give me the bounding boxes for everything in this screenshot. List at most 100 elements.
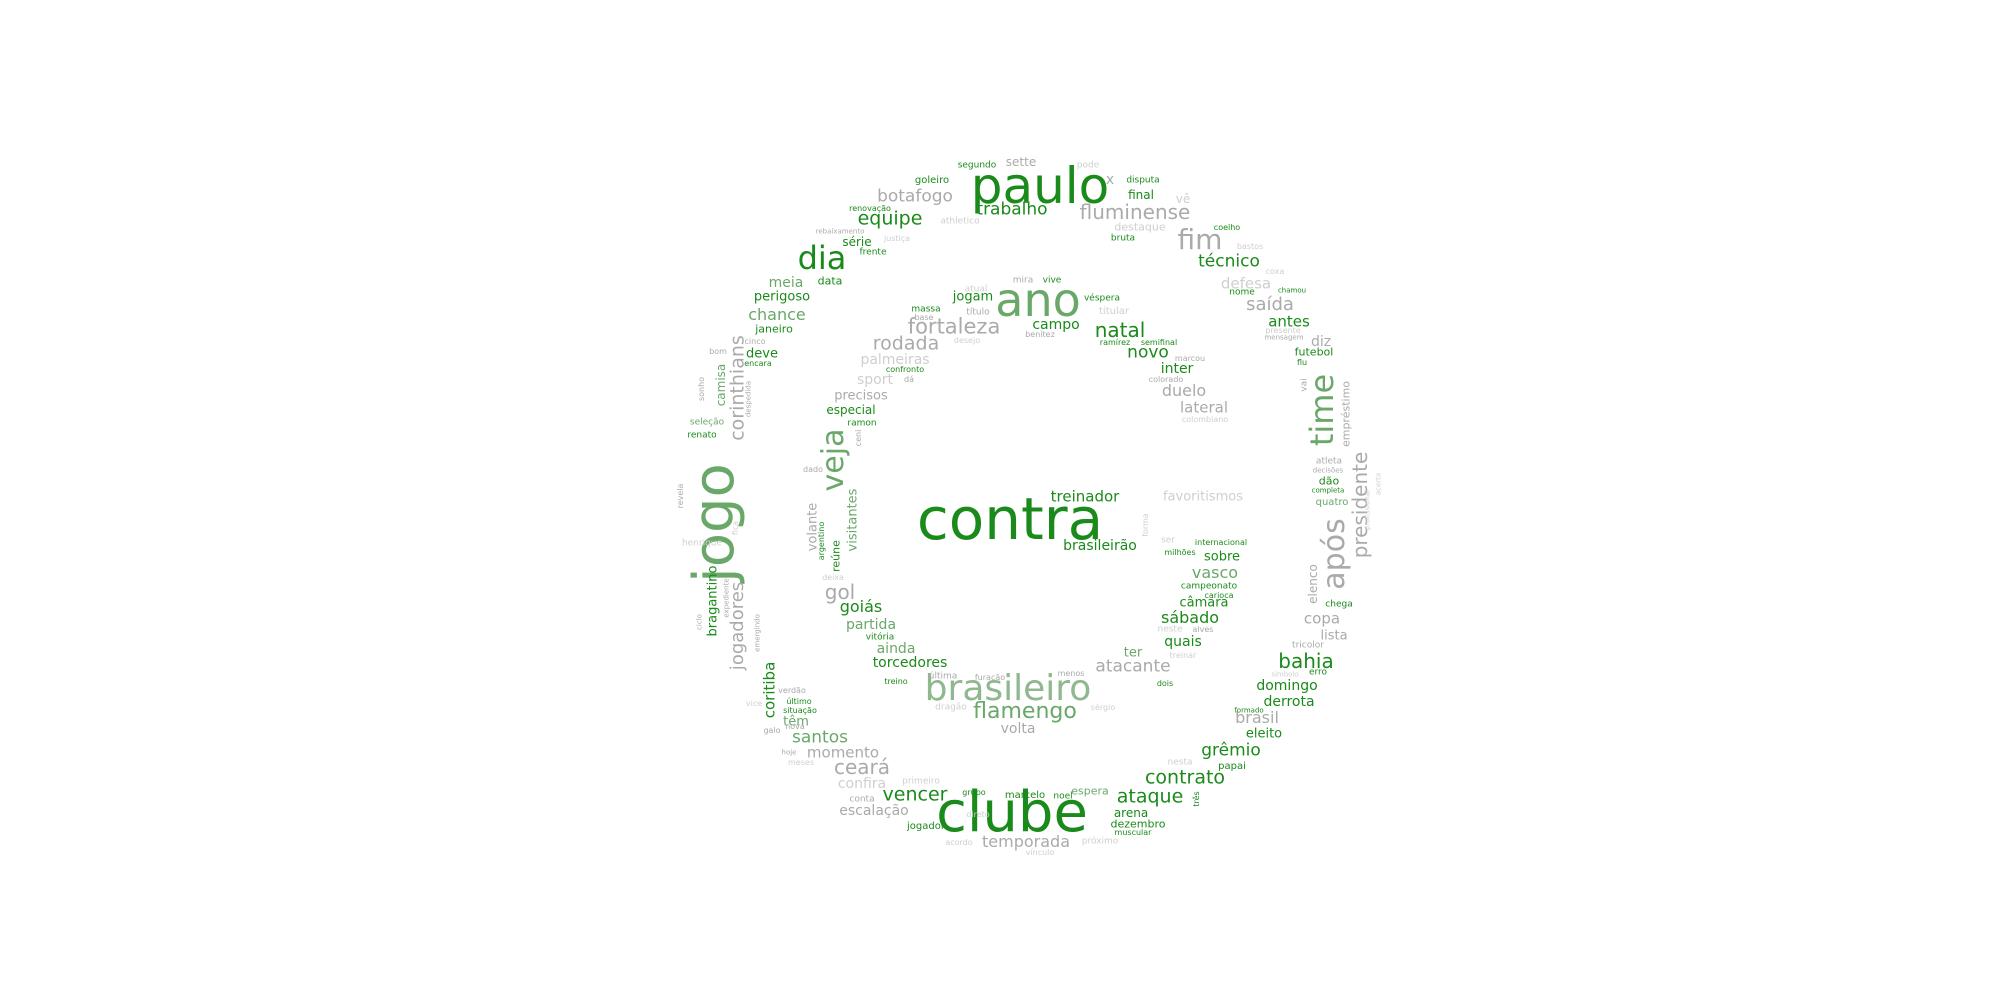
word: vê: [1175, 192, 1191, 206]
word: semifinal: [1140, 338, 1178, 347]
word: momento: [806, 743, 880, 762]
word: encara: [744, 359, 772, 368]
word: natal: [1094, 318, 1146, 342]
word: três: [1192, 791, 1201, 807]
word: menos: [1057, 669, 1085, 678]
word: grêmio: [1201, 740, 1261, 761]
word: sérgio: [1090, 703, 1116, 712]
word: têm: [783, 714, 809, 730]
word: bragantino: [705, 565, 721, 637]
word: chega: [1325, 599, 1353, 610]
word: ramírez: [1099, 338, 1131, 347]
word: muscular: [1114, 828, 1152, 837]
word: fluminense: [1079, 200, 1191, 224]
word: confira: [837, 776, 887, 792]
word: quatro: [1315, 497, 1349, 508]
word: favoritismos: [1162, 489, 1244, 505]
word: derrota: [1263, 694, 1315, 710]
word: nome: [1229, 287, 1255, 298]
word: perigoso: [753, 289, 811, 305]
word: vasco: [1191, 563, 1239, 582]
word: verdão: [778, 686, 806, 695]
word: seleção: [689, 417, 725, 428]
word: trabalho: [976, 199, 1048, 220]
word: ano: [995, 273, 1081, 327]
word: justiça: [883, 234, 911, 243]
word: mira: [1012, 275, 1034, 286]
word: goiás: [839, 597, 883, 616]
word: treinar: [1169, 651, 1197, 660]
word: empréstimo: [1339, 380, 1353, 448]
word: botafogo: [877, 186, 953, 207]
word: escalação: [839, 803, 909, 819]
word: deve: [746, 346, 778, 362]
word: visitantes: [845, 488, 861, 552]
word: final: [1128, 188, 1154, 202]
word: conta: [849, 794, 875, 805]
word: após: [1317, 518, 1352, 590]
word: precisos: [834, 388, 888, 404]
word: clube: [936, 780, 1088, 845]
word: formado: [1234, 706, 1264, 715]
word: vitória: [865, 632, 895, 643]
word: sette: [1005, 155, 1037, 169]
word: palmeiras: [860, 352, 930, 368]
word: athletico: [940, 216, 980, 227]
word: cinco: [744, 337, 766, 346]
word: situação: [783, 706, 817, 715]
word: copa: [1303, 609, 1341, 628]
word: ataque: [1116, 785, 1184, 808]
word: dia: [797, 239, 847, 277]
word: mensagem: [1264, 333, 1304, 342]
word: volta: [1000, 721, 1036, 737]
word: hoje: [781, 748, 797, 757]
word: ter: [1123, 645, 1143, 661]
word: diz: [1310, 334, 1332, 350]
word: inter: [1160, 361, 1194, 377]
word: profissional: [1363, 489, 1372, 531]
word: alves: [1192, 625, 1214, 634]
word: sábado: [1160, 608, 1220, 627]
word: equipe: [857, 207, 923, 230]
word: renovação: [849, 204, 891, 213]
word: saída: [1246, 294, 1294, 315]
word: colorado: [1148, 375, 1184, 384]
word: vice: [745, 699, 763, 708]
word: internacional: [1194, 538, 1248, 547]
word: expediente: [722, 578, 731, 618]
word: pode: [1076, 160, 1100, 171]
word: futebol: [1294, 345, 1334, 359]
word: janeiro: [755, 322, 793, 336]
word: acordo: [945, 838, 973, 847]
word: brasileiro: [924, 668, 1092, 709]
word: último: [786, 697, 812, 706]
word: chance: [748, 305, 806, 324]
word: deixa: [822, 573, 844, 582]
word: eleito: [1245, 726, 1283, 742]
word: título: [966, 307, 990, 318]
word: base: [914, 313, 934, 322]
word: confronto: [885, 365, 925, 374]
word: despedida: [744, 380, 753, 418]
word: partida: [845, 617, 897, 633]
word: contra: [916, 485, 1104, 553]
word: presente: [1265, 326, 1301, 335]
word: ramon: [847, 418, 877, 429]
word: ciclo: [695, 614, 704, 630]
word: galo: [763, 726, 781, 735]
word: fica: [731, 520, 740, 536]
word: rodada: [872, 332, 940, 355]
word: arena: [1113, 806, 1149, 820]
word: campo: [1032, 317, 1080, 333]
word: argentino: [817, 521, 826, 561]
word: ainda: [876, 641, 916, 657]
word: atleta: [1315, 456, 1343, 467]
word: símbolo: [1271, 670, 1299, 679]
word: marcelo: [1004, 790, 1046, 801]
word: decisões: [1312, 466, 1344, 475]
word: temporada: [982, 832, 1070, 851]
word: técnico: [1198, 251, 1260, 272]
word: direto: [966, 810, 990, 819]
word: milhões: [1164, 548, 1196, 557]
word: furacão: [974, 673, 1006, 682]
